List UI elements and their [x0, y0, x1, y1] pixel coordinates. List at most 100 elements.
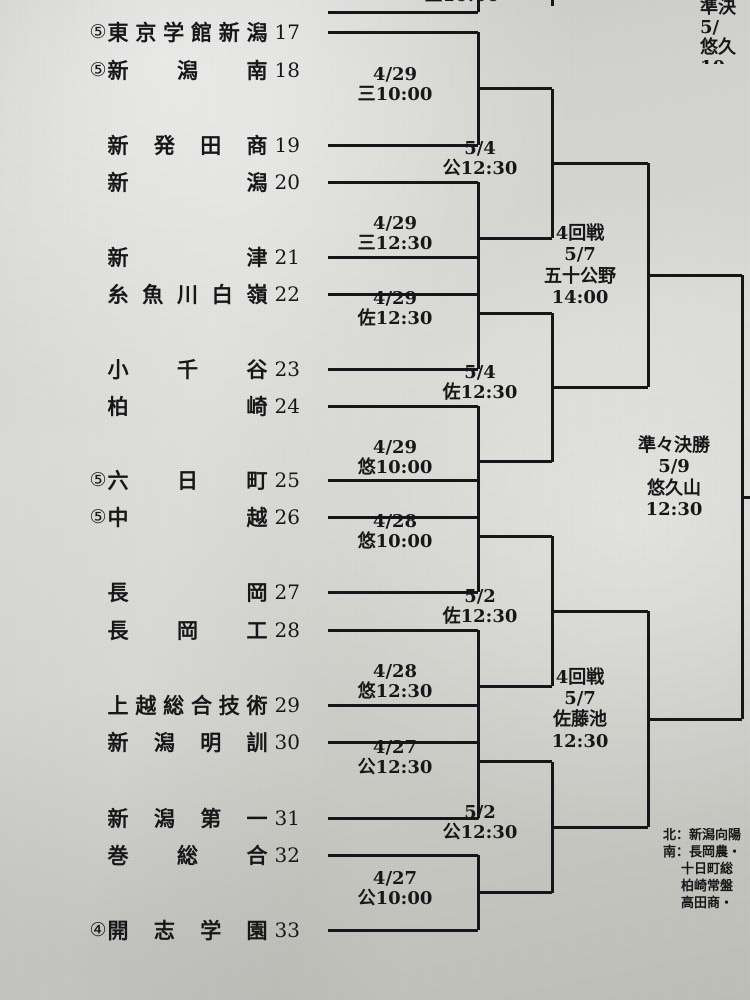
- match-venue-time: 三10:00: [402, 0, 522, 6]
- match-venue: 五十公野: [544, 265, 616, 287]
- match-venue-time: 公10:00: [357, 887, 433, 909]
- match-date: 5/4: [464, 362, 496, 384]
- bracket-line-h: [328, 367, 478, 371]
- bracket-line-h: [328, 30, 478, 34]
- team-number: 21: [274, 245, 300, 269]
- team-name: 新潟: [107, 169, 268, 195]
- clipped-match-label-right: 準決5/悠久10: [700, 0, 750, 64]
- match-venue-time: 三12:30: [357, 233, 433, 255]
- bracket-line-h: [328, 928, 478, 932]
- team-number: 33: [274, 918, 300, 942]
- team-seed-badge: ⑤: [89, 468, 107, 491]
- team-name: 中越: [107, 504, 268, 530]
- bracket-line-h: [328, 590, 478, 594]
- match-venue-time: 佐12:30: [442, 382, 518, 404]
- match-venue-time: 公12:30: [442, 822, 518, 844]
- team-number: 18: [274, 58, 300, 82]
- team-number: 32: [274, 843, 300, 867]
- team-name: 新津: [107, 244, 268, 270]
- match-date: 4/27: [372, 736, 418, 758]
- bracket-line-h: [552, 385, 648, 389]
- round-title: 準々決勝: [638, 435, 710, 457]
- round-title: 準決: [700, 0, 736, 18]
- team-name: 新潟明訓: [107, 729, 268, 755]
- match-venue: 悠久: [700, 37, 736, 59]
- team-name: 新発田商: [107, 132, 268, 158]
- team-seed-badge: ⑤: [89, 20, 107, 43]
- team-seed-badge: ④: [89, 918, 107, 941]
- bracket-line-h: [328, 10, 478, 14]
- team-number: 31: [274, 806, 300, 830]
- team-number: 25: [274, 468, 300, 492]
- team-number: 20: [274, 170, 300, 194]
- match-venue: 悠久山: [647, 477, 701, 499]
- team-number: 22: [274, 282, 300, 306]
- team-name: 巻総合: [107, 842, 268, 868]
- bracket-line-h: [478, 460, 552, 463]
- match-date: 4/27: [372, 867, 418, 889]
- bracket-line-h: [328, 404, 478, 408]
- match-date: 5/7: [564, 688, 596, 710]
- team-name: 長岡: [107, 579, 268, 605]
- match-date: 5/: [700, 17, 720, 39]
- match-time: 12:30: [551, 730, 609, 752]
- match-venue-time: 悠10:00: [357, 531, 433, 553]
- match-venue-time: 三10:00: [357, 83, 433, 105]
- bracket-line-h: [552, 161, 648, 165]
- bracket-line-v: [476, 0, 480, 12]
- team-name: 開志学園: [107, 917, 268, 943]
- team-number: 19: [274, 133, 300, 157]
- bracket-line-h: [328, 255, 478, 259]
- match-venue-time: 佐12:30: [442, 606, 518, 628]
- team-name: 新潟第一: [107, 805, 268, 831]
- bracket-line-h: [478, 684, 552, 688]
- team-name: 柏崎: [107, 393, 268, 419]
- bracket-line-h: [742, 495, 750, 499]
- team-number: 17: [274, 20, 300, 44]
- footnote-line: 十日町総: [681, 861, 734, 877]
- team-name: 長岡工: [107, 617, 268, 643]
- bracket-line-h: [328, 703, 478, 707]
- bracket-line-h: [328, 853, 478, 857]
- bracket-line-h: [328, 515, 478, 519]
- team-number: 27: [274, 580, 300, 604]
- bracket-line-h: [328, 143, 478, 147]
- match-date: 5/4: [464, 138, 496, 160]
- match-date: 4/28: [372, 511, 418, 532]
- match-venue-time: 公12:30: [357, 756, 433, 778]
- bracket-line-h: [478, 534, 552, 538]
- bracket-line-h: [328, 180, 478, 184]
- team-name: 小千谷: [107, 356, 268, 382]
- match-date: 4/29: [372, 63, 418, 85]
- bracket-line-h: [328, 740, 478, 744]
- match-venue-time: 悠10:00: [357, 456, 433, 478]
- team-number: 29: [274, 693, 300, 717]
- bracket-line-h: [478, 891, 552, 894]
